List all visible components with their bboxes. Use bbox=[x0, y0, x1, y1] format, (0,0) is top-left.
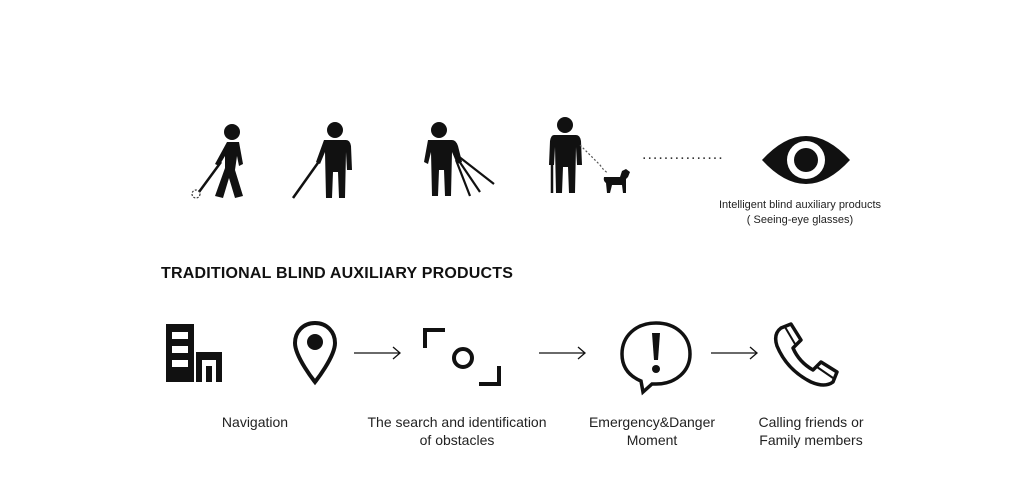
arrow-icon bbox=[354, 346, 402, 360]
eye-caption-line2: ( Seeing-eye glasses) bbox=[746, 214, 854, 226]
emergency-label: Emergency&Danger Moment bbox=[572, 413, 732, 449]
obstacles-label: The search and identification of obstacl… bbox=[357, 413, 557, 449]
arrow-icon bbox=[539, 346, 587, 360]
building-icon bbox=[164, 322, 224, 384]
calling-label-line2: Family members bbox=[759, 432, 863, 448]
eye-icon bbox=[760, 130, 852, 190]
section-heading: TRADITIONAL BLIND AUXILIARY PRODUCTS bbox=[161, 265, 514, 282]
emergency-label-line2: Moment bbox=[626, 432, 678, 448]
scan-frame-icon bbox=[423, 328, 503, 388]
location-pin-icon bbox=[292, 320, 338, 386]
arrow-icon bbox=[711, 346, 759, 360]
person-with-roller-cane-icon bbox=[185, 122, 255, 202]
navigation-label: Navigation bbox=[221, 414, 289, 430]
dotted-connector: ............... bbox=[642, 146, 724, 163]
person-with-multiple-canes-icon bbox=[422, 118, 502, 198]
eye-caption: Intelligent blind auxiliary products ( S… bbox=[695, 198, 905, 228]
person-with-guide-dog-icon bbox=[546, 115, 636, 197]
phone-icon bbox=[771, 322, 841, 388]
obstacles-label-line2: of obstacles bbox=[419, 432, 495, 448]
emergency-label-line1: Emergency&Danger bbox=[588, 414, 716, 430]
alert-speech-bubble-icon bbox=[619, 320, 693, 396]
calling-label-line1: Calling friends or bbox=[758, 414, 864, 430]
obstacles-label-line1: The search and identification bbox=[367, 414, 547, 430]
person-with-long-cane-icon bbox=[290, 120, 360, 202]
calling-label: Calling friends or Family members bbox=[736, 413, 886, 449]
eye-caption-line1: Intelligent blind auxiliary products bbox=[718, 199, 882, 211]
